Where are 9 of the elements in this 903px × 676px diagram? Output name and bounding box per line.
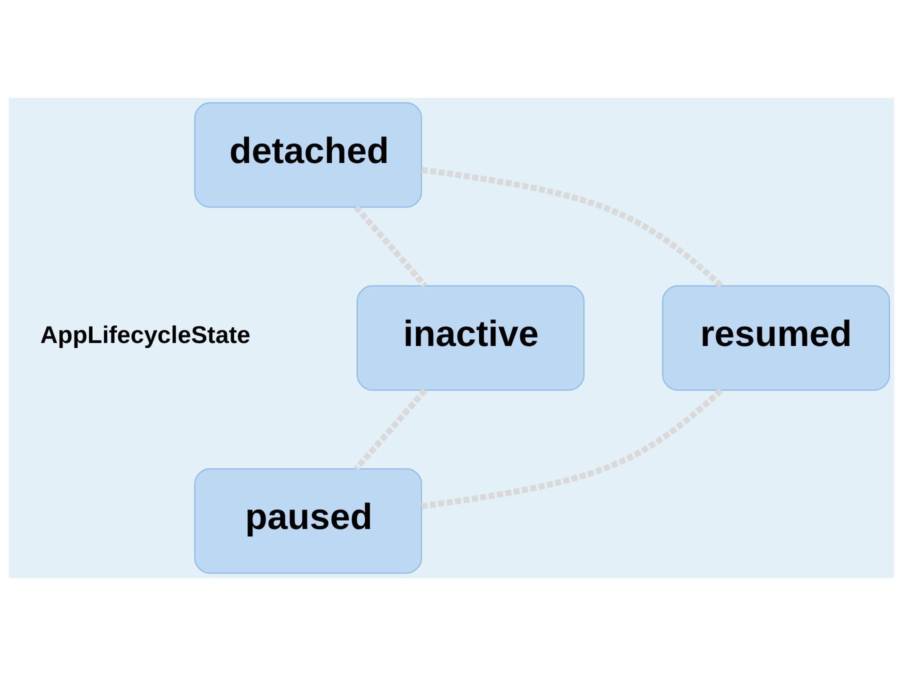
node-box: inactive <box>356 285 585 391</box>
node-box: paused <box>194 468 422 574</box>
connector <box>421 166 724 288</box>
connector <box>354 205 428 288</box>
node-box: detached <box>194 102 422 208</box>
node-box: resumed <box>662 285 890 391</box>
connector <box>354 388 428 471</box>
connector <box>421 388 723 510</box>
label: AppLifecycleState <box>40 322 250 349</box>
